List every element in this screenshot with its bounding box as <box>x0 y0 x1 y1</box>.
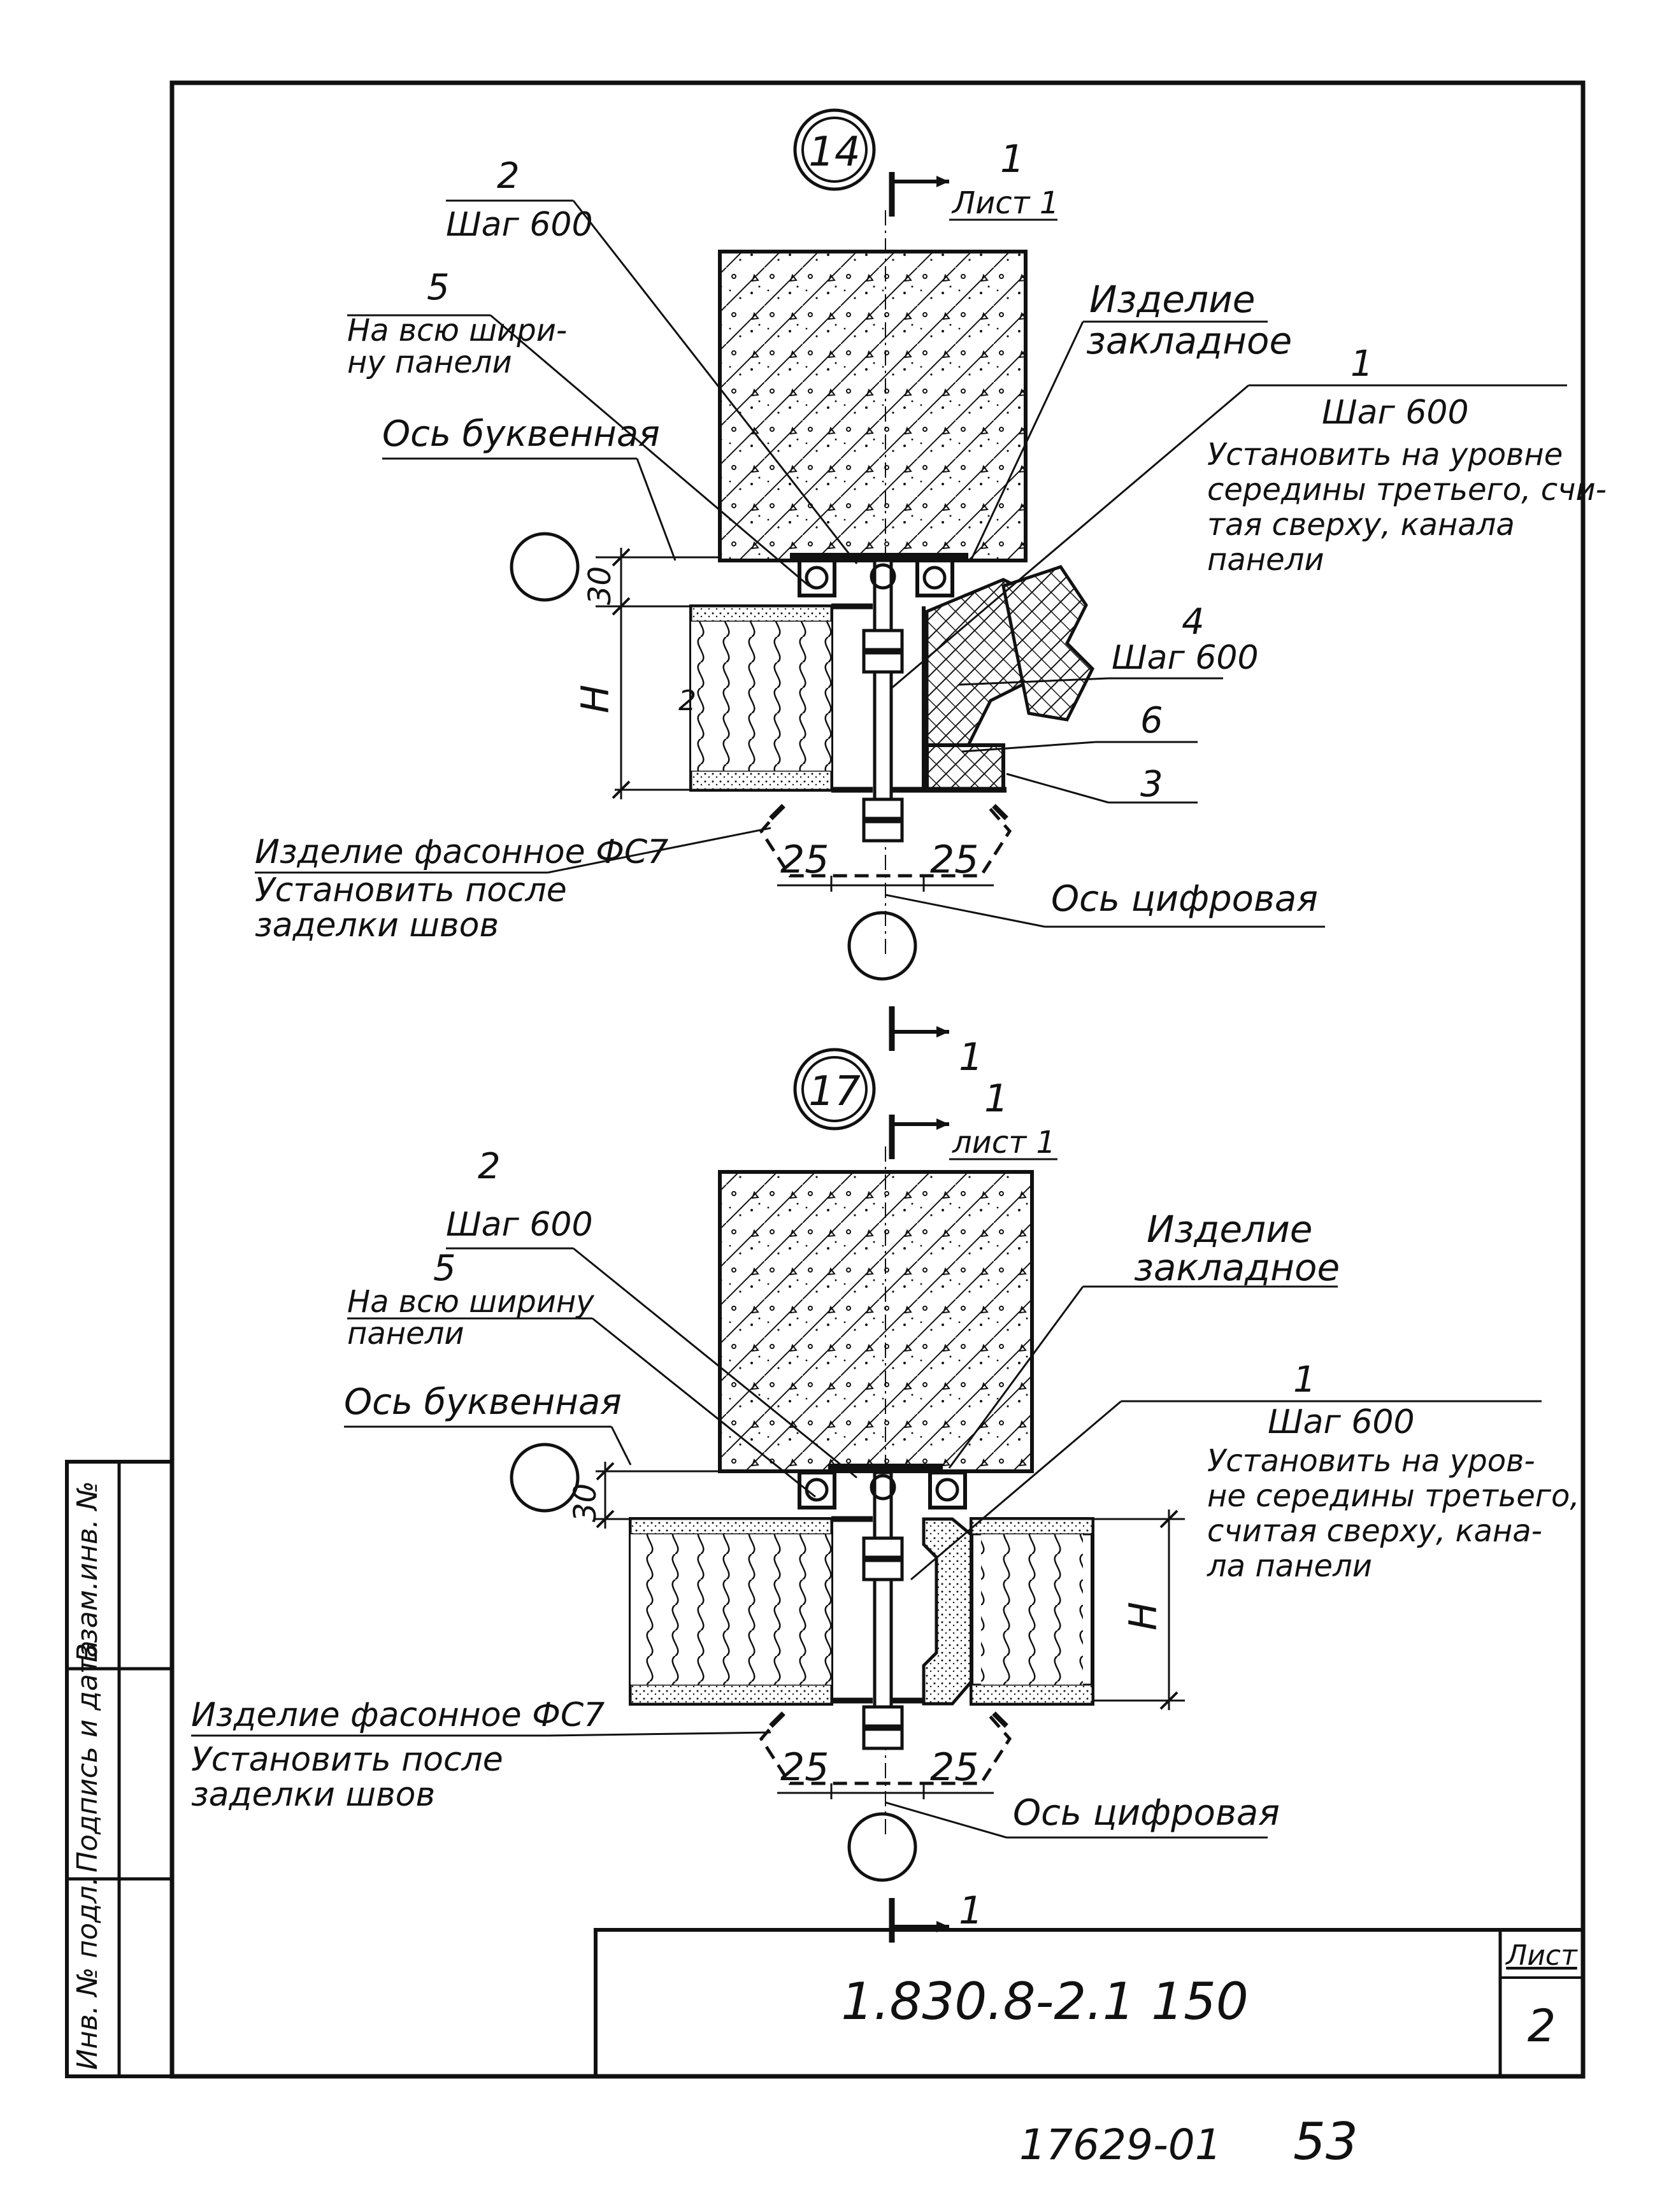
shaped-line2: Установить после <box>255 871 567 910</box>
dim-h: H <box>1121 1602 1166 1630</box>
dim-h: H <box>573 685 618 713</box>
side-stamp: Инв. № подл. Подпись и дата Взам.инв. № <box>71 1481 104 2070</box>
title-sheet-number: 2 <box>1528 2000 1556 2052</box>
pos6-number: 6 <box>1140 700 1163 741</box>
pos5-number: 5 <box>433 1248 456 1289</box>
embedded-line1: Изделие <box>1089 278 1255 321</box>
pos1-note4: ла панели <box>1207 1548 1372 1584</box>
pos5-number: 5 <box>427 267 450 308</box>
letter-axis: Ось буквенная <box>344 1381 622 1423</box>
detail-id: 17 <box>808 1068 861 1115</box>
section-top-sheet: Лист 1 <box>951 185 1059 221</box>
pos5-line1: На всю ширину <box>347 1284 594 1320</box>
stamp-inv-orig: Инв. № подл. <box>71 1876 104 2070</box>
section-top-number: 1 <box>984 1076 1008 1121</box>
stamp-sign-date: Подпись и дата <box>71 1641 104 1873</box>
archive-number: 17629-01 <box>1019 2120 1222 2169</box>
shaped-line3: заделки швов <box>191 1776 435 1814</box>
title-sheet-label: Лист <box>1505 1939 1578 1972</box>
detail-17: 17 1 лист 1 <box>191 1048 1580 1943</box>
sheet-frame <box>65 80 1586 2079</box>
section-top-sheet: лист 1 <box>952 1125 1056 1160</box>
pos3-number: 3 <box>1140 764 1163 805</box>
pos2-step: Шаг 600 <box>446 1206 593 1244</box>
letter-axis: Ось буквенная <box>382 413 660 455</box>
pos1-note4: панели <box>1207 542 1324 578</box>
pos2-step: Шаг 600 <box>446 206 593 244</box>
shaped-line1: Изделие фасонное ФС7 <box>255 833 668 871</box>
insul-mark: 2 <box>678 685 696 717</box>
digit-axis: Ось цифровая <box>1013 1792 1280 1834</box>
pos2-number: 2 <box>478 1146 501 1187</box>
pos1-note2: не середины третьего, <box>1207 1478 1580 1514</box>
pos4-number: 4 <box>1182 601 1205 643</box>
section-top-number: 1 <box>1000 137 1024 182</box>
footer: 17629-01 53 <box>1019 2112 1358 2171</box>
dim-30: 30 <box>568 1483 603 1522</box>
section-bottom-number: 1 <box>959 1888 983 1933</box>
embedded-line2: закладное <box>1134 1246 1340 1289</box>
pos1-note3: тая сверху, канала <box>1207 507 1515 543</box>
stamp-replace-inv: Взам.инв. № <box>71 1481 104 1662</box>
pos5-line1: На всю шири- <box>347 313 567 348</box>
embedded-line2: закладное <box>1086 319 1292 362</box>
dim-25-left: 25 <box>780 1745 829 1790</box>
pos1-note2: середины третьего, счи- <box>1207 472 1607 508</box>
title-block: 1.830.8-2.1 150 Лист 2 <box>841 1939 1578 2052</box>
dim-25-right: 25 <box>930 1745 978 1790</box>
detail-id: 14 <box>808 129 860 176</box>
dim-30: 30 <box>582 566 618 605</box>
pos4-step: Шаг 600 <box>1112 639 1259 677</box>
pos1-step: Шаг 600 <box>1322 394 1469 432</box>
dim-25-right: 25 <box>930 838 978 882</box>
pos2-number: 2 <box>497 155 520 197</box>
pos1-note1: Установить на уров- <box>1207 1443 1535 1479</box>
pos1-number: 1 <box>1293 1359 1316 1401</box>
page-number: 53 <box>1293 2112 1358 2171</box>
pos1-note1: Установить на уровне <box>1207 437 1563 473</box>
title-designation: 1.830.8-2.1 150 <box>841 1972 1249 2031</box>
pos5-line2: панели <box>347 1316 464 1352</box>
shaped-line3: заделки швов <box>255 906 499 945</box>
shaped-line2: Установить после <box>191 1741 503 1779</box>
pos1-step: Шаг 600 <box>1268 1403 1415 1441</box>
embedded-line1: Изделие <box>1147 1208 1312 1251</box>
pos5-line2: ну панели <box>347 345 512 380</box>
section-bottom-number: 1 <box>959 1035 983 1080</box>
detail-14: 14 1 Лист 1 <box>255 108 1607 1080</box>
pos1-note3: считая сверху, кана- <box>1207 1513 1542 1549</box>
shaped-line1: Изделие фасонное ФС7 <box>191 1696 605 1734</box>
dim-25-left: 25 <box>780 838 829 882</box>
pos1-number: 1 <box>1351 343 1373 385</box>
digit-axis: Ось цифровая <box>1051 878 1318 920</box>
